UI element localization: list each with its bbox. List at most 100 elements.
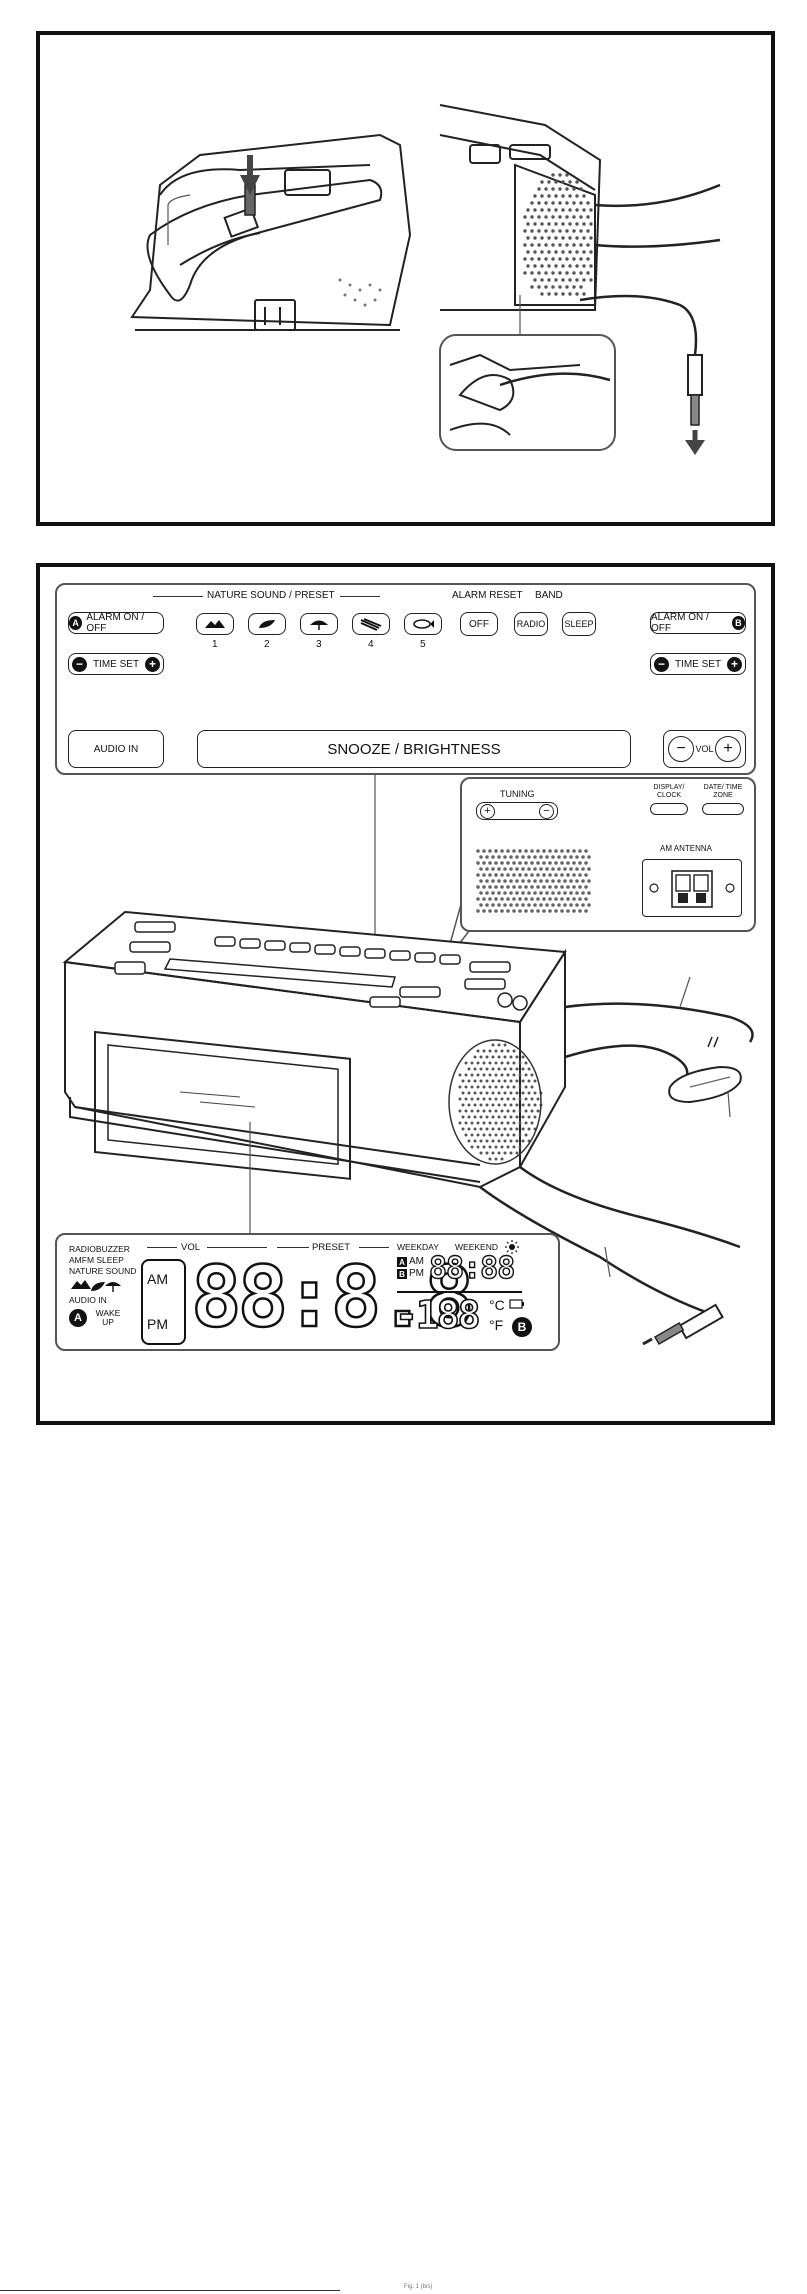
grill-dot (485, 1115, 489, 1119)
grill-dot (527, 867, 531, 871)
grill-dot (515, 1103, 519, 1107)
date-time-zone-button[interactable] (702, 803, 744, 815)
grill-dot (537, 201, 541, 205)
grill-dot (497, 879, 501, 883)
grill-dot (485, 891, 489, 895)
grill-dot (515, 1151, 519, 1155)
grill-dot (582, 236, 586, 240)
unit-top-button (414, 952, 436, 963)
alarm-b-on-off-button[interactable]: ALARM ON / OFF B (650, 612, 746, 634)
grill-dot (476, 897, 480, 901)
lcd-deg-c: °C (489, 1297, 505, 1313)
grill-dot (509, 1079, 513, 1083)
grill-dot (575, 891, 579, 895)
grill-dot (554, 180, 558, 184)
bird-icon (205, 620, 225, 628)
audio-cord-leader (604, 1246, 611, 1278)
preset-3-button[interactable] (300, 613, 338, 635)
grill-dot (572, 215, 576, 219)
grill-dot (482, 897, 486, 901)
grill-dot (458, 1121, 462, 1125)
grill-dot (491, 1055, 495, 1059)
sleep-button[interactable]: SLEEP (562, 612, 596, 636)
grill-dot (461, 1115, 465, 1119)
umbrella-icon (310, 620, 328, 630)
volume-control[interactable]: − VOL + (663, 730, 746, 768)
grill-dot (530, 1073, 534, 1077)
lcd-preset-label: PRESET (312, 1242, 351, 1253)
volume-up-icon[interactable]: + (714, 736, 741, 762)
grill-dot (509, 1127, 513, 1131)
grill-dot (476, 873, 480, 877)
grill-dot (530, 243, 534, 247)
grill-dot (547, 264, 551, 268)
grill-dot (467, 1103, 471, 1107)
grill-dot (524, 897, 528, 901)
grill-dot (521, 879, 525, 883)
grill-dot (500, 909, 504, 913)
figure-bottom-drawing (62, 775, 754, 1346)
grill-dot (500, 1073, 504, 1077)
grill-dot (494, 1133, 498, 1137)
grill-dot (572, 897, 576, 901)
grill-dot (566, 861, 570, 865)
alarm-reset-off-button[interactable]: OFF (460, 612, 498, 636)
grill-dot (584, 897, 588, 901)
tuning-up-icon[interactable]: + (480, 803, 495, 819)
grill-dot (488, 1049, 492, 1053)
grill-dot (503, 1091, 507, 1095)
grill-dot (497, 1067, 501, 1071)
tuning-control[interactable]: + − (476, 802, 558, 820)
tuning-down-icon[interactable]: − (539, 803, 554, 819)
grill-dot (533, 222, 537, 226)
am-antenna-terminal[interactable] (642, 859, 742, 917)
grill-dot (560, 885, 564, 889)
grill-dot (458, 1073, 462, 1077)
grill-dot (558, 201, 562, 205)
lcd-temperature-digits: -188 (394, 1292, 481, 1338)
preset-4-button[interactable] (352, 613, 390, 635)
grill-dot (524, 1097, 528, 1101)
header-rule-right (340, 596, 380, 597)
grill-dot (568, 222, 572, 226)
display-clock-button[interactable] (650, 803, 688, 815)
audio-in-button[interactable]: AUDIO IN (68, 730, 164, 768)
grill-dot (551, 229, 555, 233)
grill-dot (586, 271, 590, 275)
grill-dot (565, 257, 569, 261)
lcd-audio-in: AUDIO IN (69, 1295, 107, 1305)
preset-5-button[interactable] (404, 613, 442, 635)
grill-dot (565, 271, 569, 275)
grill-dot (512, 1073, 516, 1077)
volume-down-icon[interactable]: − (668, 736, 694, 762)
alarm-a-on-off-button[interactable]: A ALARM ON / OFF (68, 612, 164, 634)
time-set-right-label: TIME SET (674, 658, 722, 670)
grill-dot (575, 855, 579, 859)
grill-dot (497, 1091, 501, 1095)
grill-dot (500, 1145, 504, 1149)
lcd-small-digits: 88:88 (428, 1250, 516, 1286)
grill-dot (485, 1055, 489, 1059)
grill-dot (479, 855, 483, 859)
preset-2-button[interactable] (248, 613, 286, 635)
grill-dot (530, 271, 534, 275)
grill-dot (545, 855, 549, 859)
grill-dot (512, 1145, 516, 1149)
grill-dot (470, 1073, 474, 1077)
band-radio-button[interactable]: RADIO (514, 612, 548, 636)
time-set-left-button[interactable]: − TIME SET + (68, 653, 164, 675)
snooze-brightness-button[interactable]: SNOOZE / BRIGHTNESS (197, 730, 631, 768)
grill-dot (500, 1157, 504, 1161)
lcd-wake-up: WAKE UP (95, 1308, 121, 1327)
lcd-vol-rule-right (207, 1247, 267, 1248)
grill-dot (563, 855, 567, 859)
grill-dot (521, 1103, 525, 1107)
time-set-right-button[interactable]: − TIME SET + (650, 653, 746, 675)
grill-dot (558, 243, 562, 247)
grill-dot (467, 1079, 471, 1083)
unit-top-button (339, 946, 361, 957)
preset-1-button[interactable] (196, 613, 234, 635)
grill-dot (547, 208, 551, 212)
unit-top-button (389, 950, 411, 961)
back-speaker-grill (476, 849, 591, 913)
